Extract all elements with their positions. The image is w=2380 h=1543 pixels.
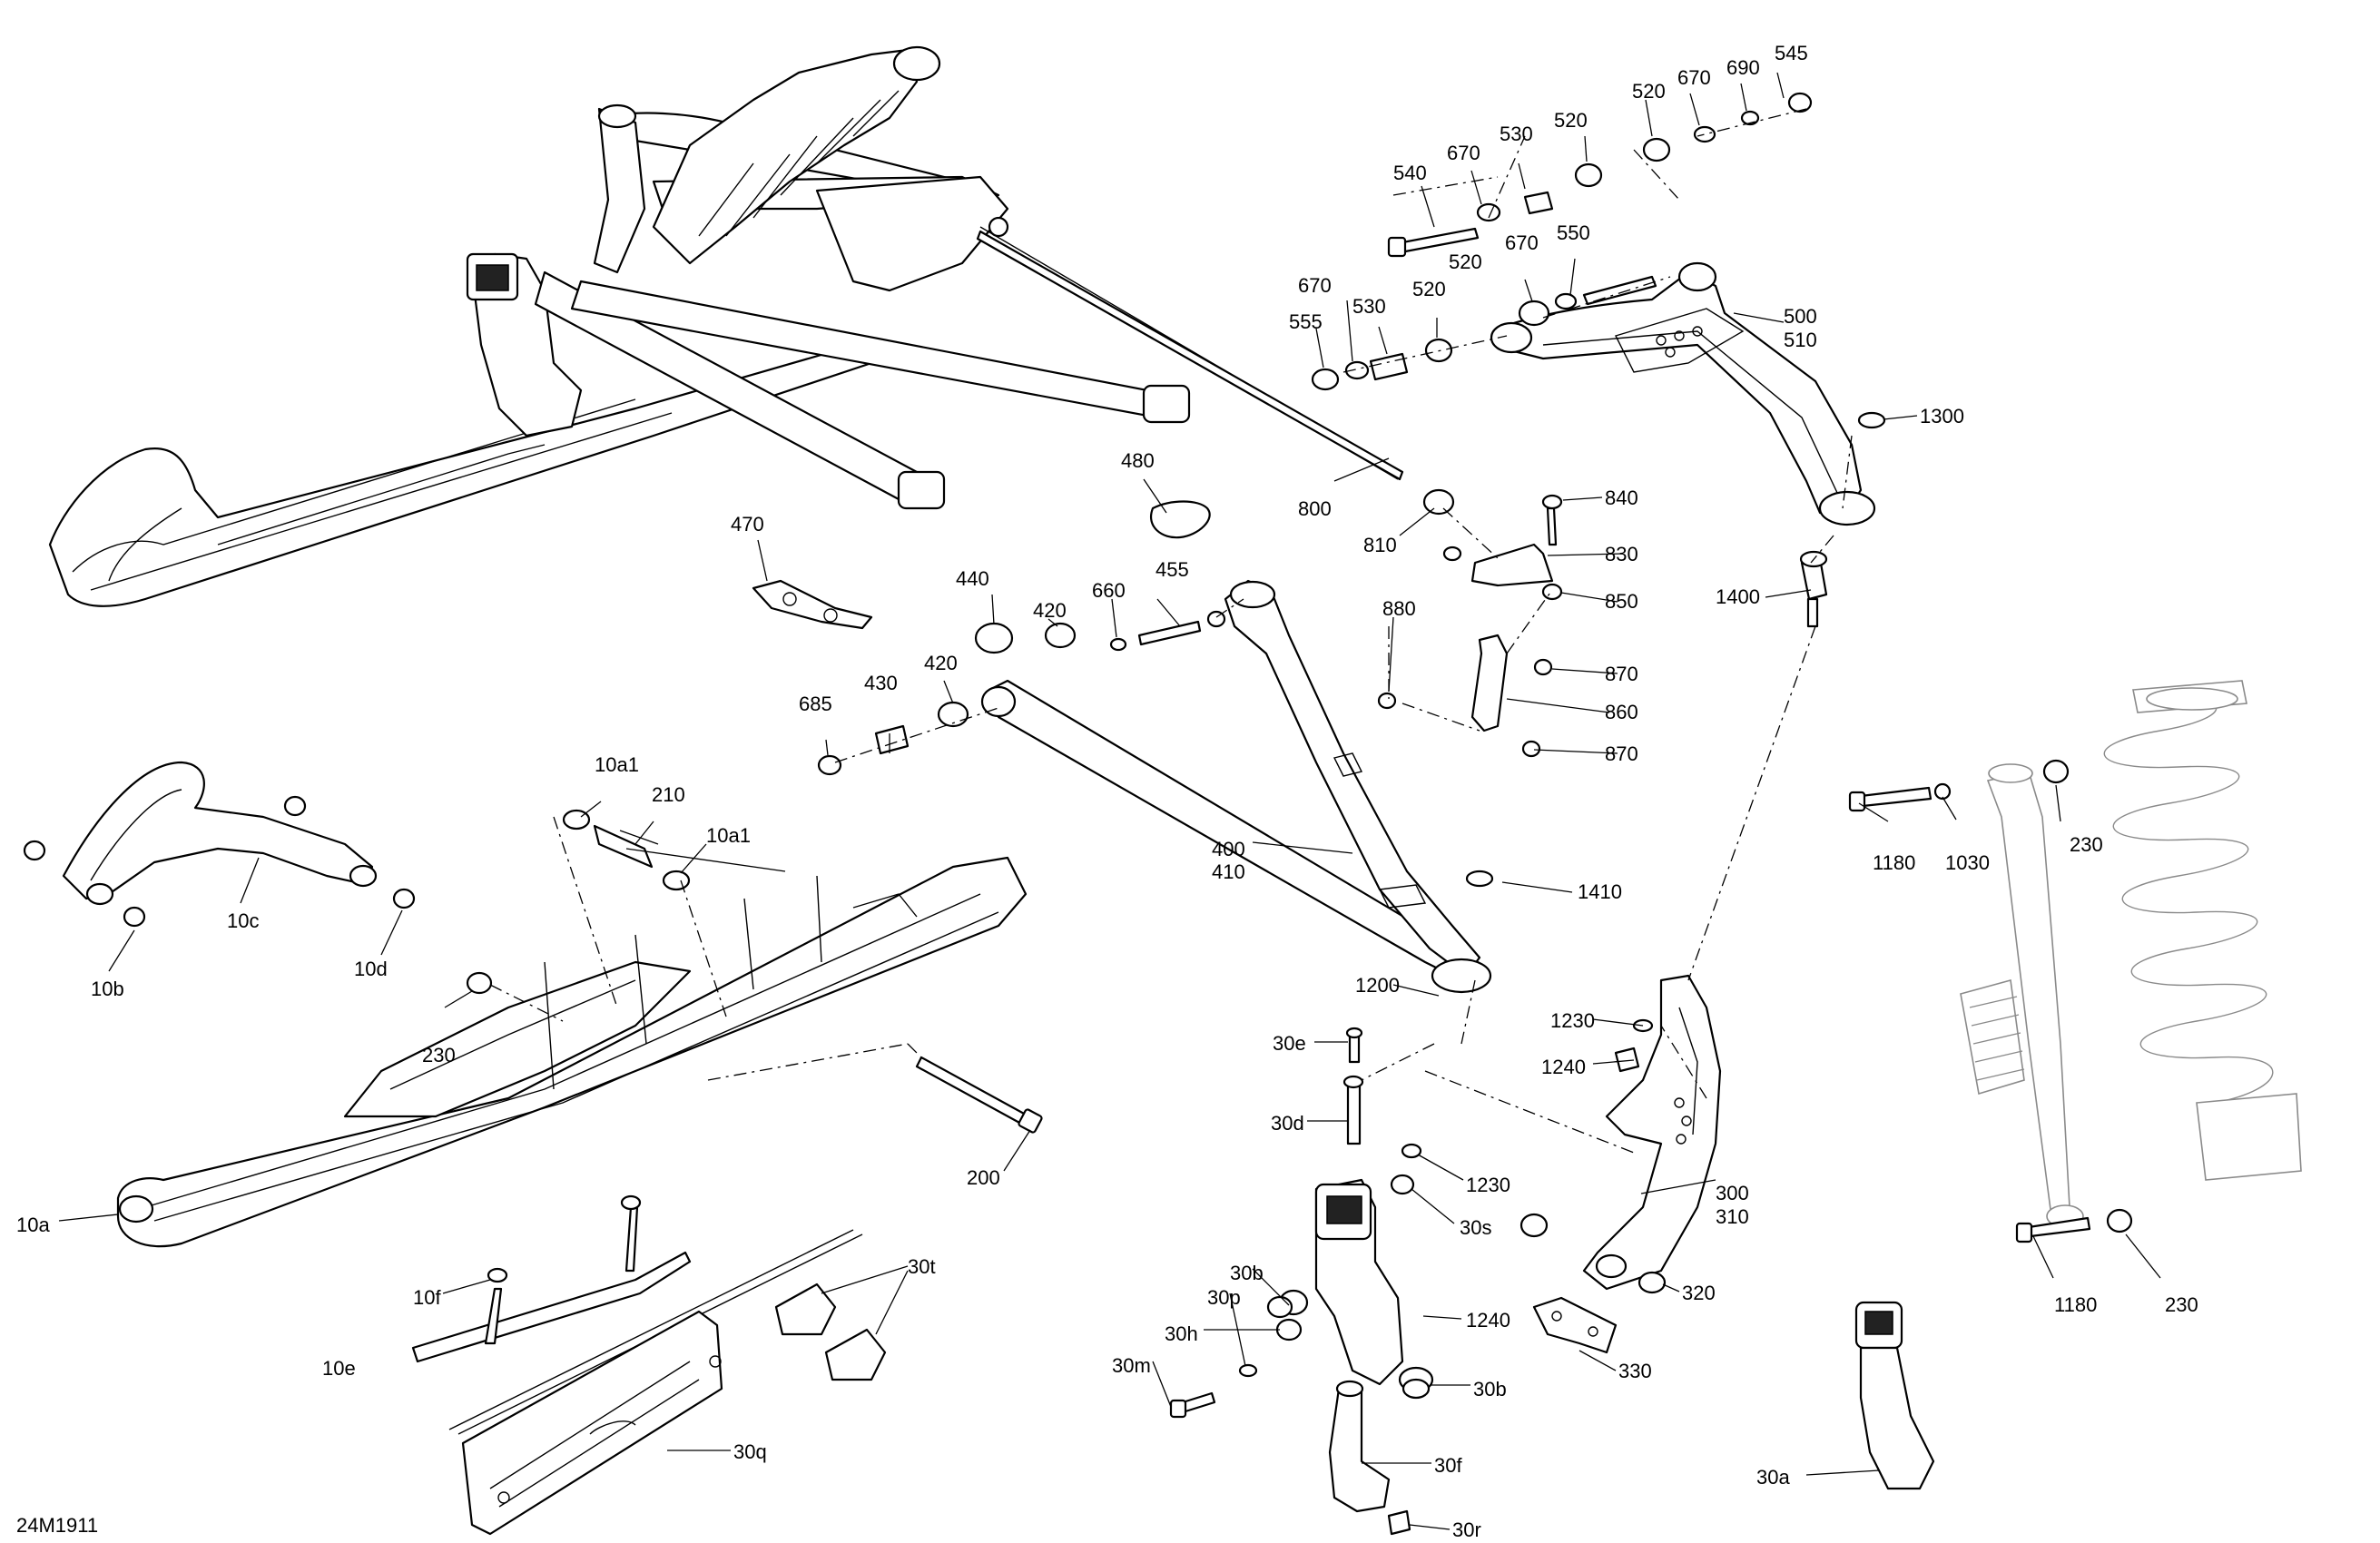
callout-1180: 1180: [2054, 1293, 2097, 1316]
shock-absorber-illustration: [1848, 680, 2302, 1243]
spindle-300: [1519, 974, 1722, 1354]
callout-685: 685: [799, 693, 832, 715]
callout-520: 520: [1554, 109, 1588, 132]
callout-1400: 1400: [1716, 585, 1760, 608]
callout-840: 840: [1605, 486, 1638, 509]
callout-670: 670: [1298, 274, 1332, 297]
callout-30m: 30m: [1112, 1354, 1151, 1377]
callout-1240: 1240: [1466, 1309, 1510, 1332]
assembly-lines: [489, 108, 1853, 1154]
callout-10d: 10d: [354, 958, 388, 980]
figure-id: 24M1911: [16, 1514, 98, 1537]
callout-430: 430: [864, 672, 898, 694]
callout-880: 880: [1382, 597, 1416, 620]
callout-500: 500: [1784, 305, 1817, 328]
ski-10a: [116, 809, 1043, 1435]
callout-30b: 30b: [1230, 1262, 1264, 1284]
callout-10b: 10b: [91, 978, 124, 1000]
callout-850: 850: [1605, 590, 1638, 613]
callout-530: 530: [1500, 123, 1533, 145]
assembled-suspension-illustration: [48, 45, 1399, 607]
callout-30e: 30e: [1273, 1032, 1306, 1055]
callout-860: 860: [1605, 701, 1638, 723]
callout-30h: 30h: [1165, 1322, 1198, 1345]
callout-leaders: [58, 72, 2161, 1530]
callout-810: 810: [1363, 534, 1397, 556]
callout-670: 670: [1447, 142, 1480, 164]
callout-440: 440: [956, 567, 989, 590]
callout-1230: 1230: [1550, 1009, 1595, 1032]
callout-30a: 30a: [1756, 1466, 1790, 1489]
callout-1030: 1030: [1945, 851, 1990, 874]
callout-30p: 30p: [1207, 1286, 1241, 1309]
callout-30d: 30d: [1271, 1112, 1304, 1135]
ski-plate-30q: [461, 1283, 887, 1536]
callout-200: 200: [967, 1166, 1000, 1189]
callout-320: 320: [1682, 1282, 1716, 1304]
callout-300: 300: [1716, 1182, 1749, 1204]
callout-400: 400: [1212, 838, 1245, 860]
callout-545: 545: [1775, 42, 1808, 64]
callout-520: 520: [1632, 80, 1666, 103]
callout-310: 310: [1716, 1205, 1749, 1228]
callout-230: 230: [2165, 1293, 2198, 1316]
callout-520: 520: [1449, 251, 1482, 273]
callout-870: 870: [1605, 742, 1638, 765]
callout-10e: 10e: [322, 1357, 356, 1380]
callout-labels: 545 690 670 520 520 530 670 540 550 670 …: [16, 42, 2198, 1541]
callout-1410: 1410: [1578, 880, 1622, 903]
callout-670: 670: [1677, 66, 1711, 89]
callout-555: 555: [1289, 310, 1323, 333]
callout-30s: 30s: [1460, 1216, 1491, 1239]
callout-1200: 1200: [1355, 974, 1400, 997]
callout-470: 470: [731, 513, 764, 536]
upper-a-arm-500: [1490, 261, 1876, 526]
callout-530: 530: [1352, 295, 1386, 318]
callout-870: 870: [1605, 663, 1638, 685]
callout-670: 670: [1505, 231, 1539, 254]
callout-230: 230: [422, 1044, 456, 1066]
callout-1300: 1300: [1920, 405, 1964, 428]
callout-410: 410: [1212, 860, 1245, 883]
callout-10a1: 10a1: [595, 753, 639, 776]
callout-420: 420: [924, 652, 958, 674]
callout-1180: 1180: [1873, 851, 1915, 874]
callout-10a: 10a: [16, 1214, 50, 1236]
callout-520: 520: [1412, 278, 1446, 300]
callout-550: 550: [1557, 221, 1590, 244]
callout-510: 510: [1784, 329, 1817, 351]
callout-800: 800: [1298, 497, 1332, 520]
callout-1240: 1240: [1541, 1056, 1586, 1078]
callout-210: 210: [652, 783, 685, 806]
callout-480: 480: [1121, 449, 1155, 472]
callout-30q: 30q: [733, 1440, 767, 1463]
callout-30b: 30b: [1473, 1378, 1507, 1400]
lower-arm-hardware: [752, 230, 1563, 776]
lower-a-arm-400: [980, 579, 1494, 994]
callout-10a1: 10a1: [706, 824, 751, 847]
callout-455: 455: [1156, 558, 1189, 581]
callout-30r: 30r: [1452, 1518, 1481, 1541]
ski-loop-10c: [23, 761, 416, 928]
callout-30t: 30t: [908, 1255, 936, 1278]
callout-420: 420: [1033, 599, 1067, 622]
callout-540: 540: [1393, 162, 1427, 184]
callout-830: 830: [1605, 543, 1638, 565]
callout-10c: 10c: [227, 909, 259, 932]
callout-690: 690: [1726, 56, 1760, 79]
spindle-30a: [1854, 1301, 1935, 1490]
callout-30f: 30f: [1434, 1454, 1462, 1477]
callout-1230: 1230: [1466, 1174, 1510, 1196]
callout-330: 330: [1618, 1360, 1652, 1382]
callout-660: 660: [1092, 579, 1126, 602]
callout-230: 230: [2070, 833, 2103, 856]
spindle-assembly-30: [1169, 1027, 1434, 1536]
callout-10f: 10f: [413, 1286, 441, 1309]
